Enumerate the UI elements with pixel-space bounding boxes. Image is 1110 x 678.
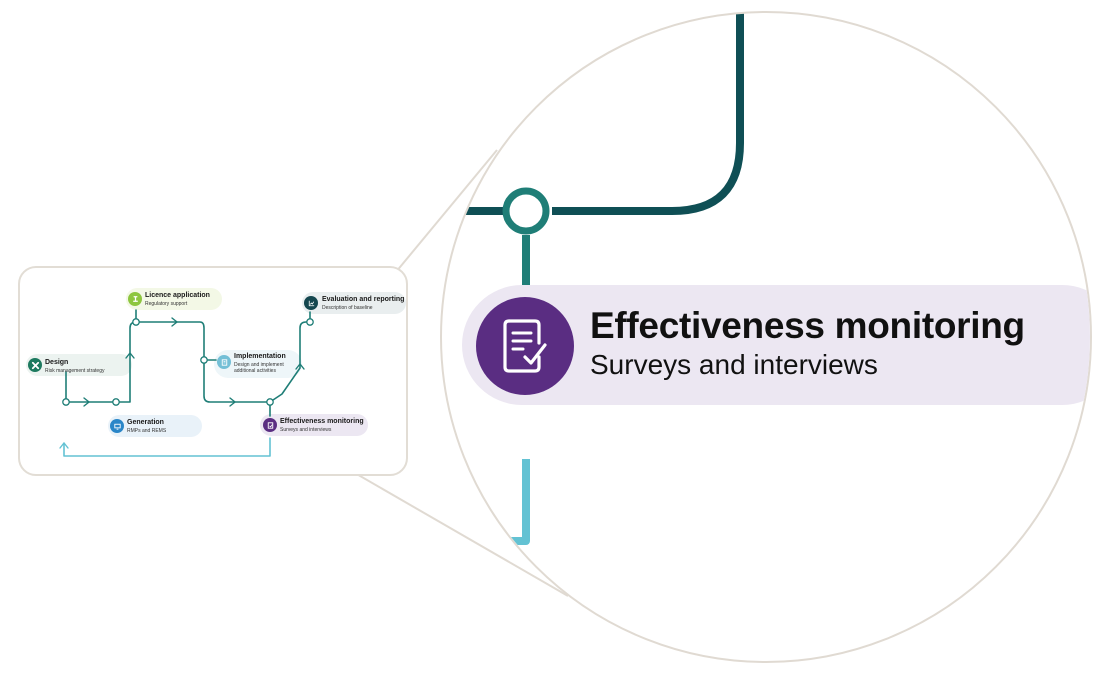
effectiveness-title: Effectiveness monitoring bbox=[280, 418, 364, 425]
zoom-node-title: Effectiveness monitoring bbox=[590, 305, 1025, 346]
effectiveness-subtitle: Surveys and interviews bbox=[280, 427, 332, 433]
effectiveness-checklist-document-icon bbox=[263, 418, 277, 432]
zoom-feedback-line bbox=[502, 459, 530, 545]
arrow-5 bbox=[295, 362, 305, 370]
design-x-mark-icon bbox=[28, 358, 42, 372]
zoom-node-subtitle: Surveys and interviews bbox=[590, 349, 878, 380]
edge-generation-implementation bbox=[115, 321, 271, 403]
arrow-3 bbox=[171, 317, 179, 327]
evaluation-subtitle: Description of baseline bbox=[322, 305, 373, 311]
edge-effectiveness-evaluation bbox=[269, 311, 311, 403]
generation-pill bbox=[108, 415, 202, 437]
arrow-feedback bbox=[59, 441, 69, 449]
evaluation-line-chart-icon bbox=[304, 296, 318, 310]
design-title: Design bbox=[45, 359, 69, 366]
generation-subtitle: RMPs and REMS bbox=[127, 428, 167, 434]
zoom-lines bbox=[462, 13, 744, 545]
station-generation bbox=[112, 398, 120, 406]
effectiveness-pill bbox=[260, 414, 368, 436]
station-evaluation bbox=[306, 318, 314, 326]
zoom-station bbox=[502, 187, 550, 235]
station-design bbox=[62, 398, 70, 406]
evaluation-pill bbox=[302, 292, 406, 314]
licence-stamp-icon bbox=[128, 292, 142, 306]
implementation-edit-document-icon bbox=[217, 355, 231, 369]
arrow-2 bbox=[125, 351, 135, 359]
zoom-dark-line bbox=[552, 13, 744, 215]
arrow-4 bbox=[229, 397, 237, 407]
edge-feedback-loop bbox=[63, 437, 271, 457]
station-licence bbox=[132, 318, 140, 326]
implementation-title: Implementation bbox=[234, 353, 286, 360]
design-pill bbox=[26, 354, 132, 376]
licence-pill bbox=[126, 288, 222, 310]
flow-lines bbox=[59, 309, 314, 457]
licence-subtitle: Regulatory support bbox=[145, 301, 188, 307]
checklist-document-icon bbox=[476, 297, 574, 395]
implementation-subtitle: Design and implement additional activiti… bbox=[234, 362, 284, 374]
design-subtitle: Risk management strategy bbox=[45, 368, 105, 374]
arrow-1 bbox=[83, 397, 91, 407]
licence-title: Licence application bbox=[145, 292, 210, 299]
overview-card: Design Risk management strategy Licence … bbox=[18, 266, 408, 476]
station-implementation bbox=[200, 356, 208, 364]
generation-monitor-icon bbox=[110, 419, 124, 433]
zoom-loupe: Effectiveness monitoring Surveys and int… bbox=[440, 11, 1092, 663]
edge-design-generation bbox=[65, 371, 117, 403]
generation-title: Generation bbox=[127, 419, 164, 426]
station-effectiveness bbox=[266, 398, 274, 406]
evaluation-title: Evaluation and reporting bbox=[322, 296, 405, 303]
